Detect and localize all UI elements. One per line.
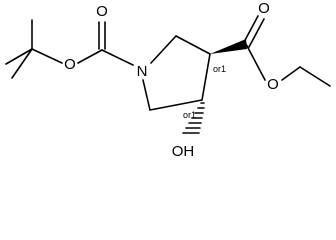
chemical-structure: N O O O O OH or1 or1 xyxy=(5,0,331,160)
bond-cboc-n xyxy=(101,49,134,66)
bond-o-ch2 xyxy=(281,66,301,81)
atom-o-ester-boc: O xyxy=(64,56,76,73)
bond-c3-c4 xyxy=(201,53,211,101)
bond-cq-o xyxy=(31,48,63,64)
bond-cq-me-left xyxy=(5,48,33,65)
atom-o-ester-ethyl: O xyxy=(267,76,279,93)
bond-cester-o-double-2 xyxy=(248,18,265,48)
bond-cester-o-double-1 xyxy=(242,15,259,45)
bond-cester-o xyxy=(245,43,266,81)
bond-n-c2 xyxy=(150,35,177,64)
bond-c4-c5 xyxy=(149,99,203,111)
atom-o-carbonyl-ester: O xyxy=(258,0,270,17)
atom-oh: OH xyxy=(172,143,195,160)
stereo-label-c3: or1 xyxy=(213,64,226,74)
bond-cq-me-bottom xyxy=(11,48,33,79)
bond-c5-n xyxy=(142,79,151,111)
hashed-wedge-bond-c4-oh xyxy=(182,102,205,134)
bond-ch2-ch3 xyxy=(299,66,331,87)
stereo-label-c4: or1 xyxy=(183,110,196,120)
bond-o-cboc xyxy=(77,49,103,64)
wedge-bond-c3-ester xyxy=(210,39,247,54)
bond-c2-c3 xyxy=(175,35,211,55)
atom-o-carbonyl-boc: O xyxy=(96,3,108,20)
atom-n1: N xyxy=(137,63,148,80)
